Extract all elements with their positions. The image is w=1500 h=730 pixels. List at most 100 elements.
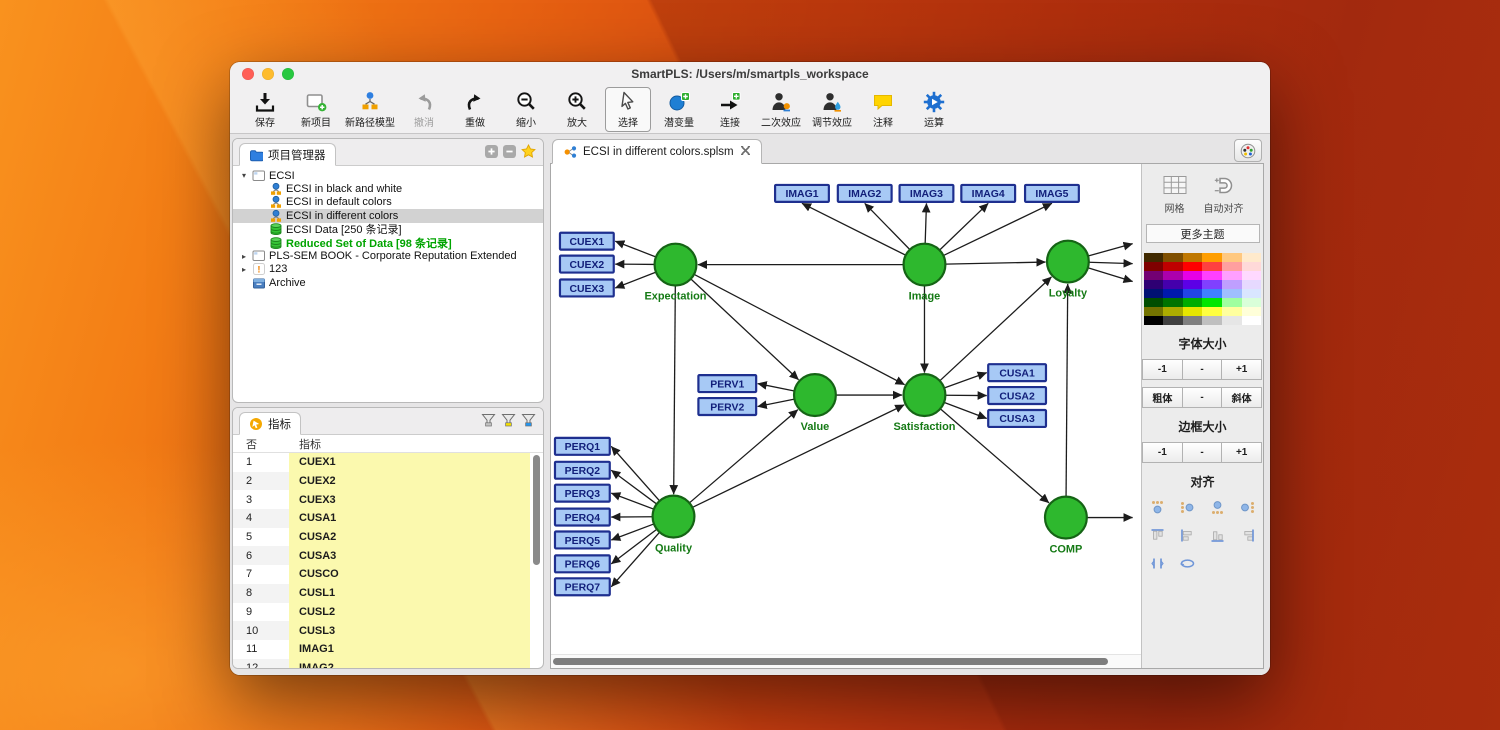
- tree-item-reduced-set-of-data-98-[interactable]: Reduced Set of Data [98 条记录]: [233, 236, 543, 250]
- tree-item-ecsi-data-250-[interactable]: ECSI Data [250 条记录]: [233, 223, 543, 236]
- indicator-box[interactable]: IMAG1: [773, 183, 830, 203]
- path-arrow[interactable]: [943, 202, 1053, 257]
- palette-color-swatch[interactable]: [1182, 253, 1203, 262]
- tree-expander-icon[interactable]: ▸: [241, 264, 246, 274]
- palette-color-swatch[interactable]: [1241, 280, 1262, 289]
- latent-variable-node[interactable]: Satisfaction: [893, 373, 955, 433]
- indicator-box[interactable]: CUSA1: [987, 363, 1048, 383]
- match-size-vertical-icon[interactable]: [1149, 555, 1166, 575]
- latent-variable-button[interactable]: 潜变量: [656, 87, 702, 132]
- palette-color-swatch[interactable]: [1241, 316, 1262, 325]
- palette-color-swatch[interactable]: [1222, 307, 1242, 316]
- font-size-plus-button[interactable]: +1: [1221, 359, 1263, 380]
- indicator-box[interactable]: CUEX2: [558, 254, 615, 274]
- palette-color-swatch[interactable]: [1241, 253, 1262, 262]
- theme-palette-button[interactable]: [1234, 139, 1262, 162]
- tree-item-ecsi-in-default-colors[interactable]: ECSI in default colors: [233, 196, 543, 209]
- palette-color-swatch[interactable]: [1163, 298, 1183, 307]
- column-header-number[interactable]: 否: [246, 438, 257, 451]
- path-arrow[interactable]: [1087, 241, 1133, 257]
- tab-indicators[interactable]: 指标: [239, 412, 301, 435]
- align-left-icon[interactable]: [1179, 527, 1196, 547]
- palette-color-swatch[interactable]: [1222, 316, 1242, 325]
- path-arrow[interactable]: [610, 445, 661, 502]
- palette-color-swatch[interactable]: [1143, 307, 1164, 316]
- path-arrow[interactable]: [945, 257, 1046, 267]
- path-arrow[interactable]: [669, 285, 679, 495]
- add-project-button[interactable]: [485, 145, 498, 163]
- palette-color-swatch[interactable]: [1241, 289, 1262, 298]
- distribute-right-icon[interactable]: [1239, 499, 1256, 519]
- tree-item-123[interactable]: ▸!123: [233, 263, 543, 276]
- filter-blue-icon[interactable]: [521, 413, 536, 432]
- path-arrow[interactable]: [610, 492, 655, 510]
- palette-color-swatch[interactable]: [1163, 316, 1183, 325]
- palette-color-swatch[interactable]: [1163, 271, 1183, 280]
- path-arrow[interactable]: [688, 409, 799, 504]
- palette-color-swatch[interactable]: [1222, 253, 1242, 262]
- match-size-horizontal-icon[interactable]: [1179, 555, 1196, 575]
- palette-color-swatch[interactable]: [1163, 280, 1183, 289]
- palette-color-swatch[interactable]: [1202, 307, 1223, 316]
- connect-button[interactable]: 连接: [707, 87, 753, 132]
- zoom-in-button[interactable]: 放大: [554, 87, 600, 132]
- palette-color-swatch[interactable]: [1241, 271, 1262, 280]
- filter-yellow-icon[interactable]: [501, 413, 516, 432]
- distribute-bottom-icon[interactable]: [1209, 499, 1226, 519]
- bold-button[interactable]: 粗体: [1142, 387, 1183, 408]
- distribute-top-icon[interactable]: [1149, 499, 1166, 519]
- palette-color-swatch[interactable]: [1241, 298, 1262, 307]
- border-size-minus-button[interactable]: -1: [1142, 442, 1183, 463]
- palette-color-swatch[interactable]: [1241, 262, 1262, 271]
- path-arrow[interactable]: [610, 528, 658, 565]
- tree-item-ecsi-in-black-and-white[interactable]: ECSI in black and white: [233, 182, 543, 195]
- save-button[interactable]: 保存: [242, 87, 288, 132]
- palette-color-swatch[interactable]: [1143, 289, 1164, 298]
- palette-color-swatch[interactable]: [1143, 316, 1164, 325]
- border-size-plus-button[interactable]: +1: [1221, 442, 1263, 463]
- path-arrow[interactable]: [610, 531, 661, 588]
- palette-color-swatch[interactable]: [1202, 316, 1223, 325]
- palette-color-swatch[interactable]: [1182, 271, 1203, 280]
- path-arrow[interactable]: [939, 202, 989, 251]
- palette-color-swatch[interactable]: [1182, 262, 1203, 271]
- palette-color-swatch[interactable]: [1222, 271, 1242, 280]
- path-arrow[interactable]: [939, 408, 1050, 504]
- palette-color-swatch[interactable]: [1222, 280, 1242, 289]
- indicator-box[interactable]: PERQ6: [553, 554, 611, 574]
- calculate-button[interactable]: 运算: [911, 87, 957, 132]
- redo-button[interactable]: 重做: [452, 87, 498, 132]
- quadratic-effect-button[interactable]: 二次效应: [758, 87, 804, 132]
- latent-variable-node[interactable]: COMP: [1043, 495, 1088, 556]
- align-bottom-icon[interactable]: [1209, 527, 1226, 547]
- undo-button[interactable]: 撤消: [401, 87, 447, 132]
- palette-color-swatch[interactable]: [1163, 253, 1183, 262]
- border-size-reset-button[interactable]: -: [1181, 442, 1223, 463]
- font-size-minus-button[interactable]: -1: [1142, 359, 1183, 380]
- indicator-box[interactable]: IMAG3: [898, 183, 955, 203]
- indicator-box[interactable]: CUEX3: [558, 278, 615, 298]
- palette-color-swatch[interactable]: [1222, 262, 1242, 271]
- palette-color-swatch[interactable]: [1143, 298, 1164, 307]
- path-arrow[interactable]: [692, 404, 905, 509]
- path-arrow[interactable]: [690, 278, 800, 381]
- italic-button[interactable]: 斜体: [1221, 387, 1263, 408]
- latent-variable-node[interactable]: Loyalty: [1045, 239, 1090, 300]
- canvas-hscrollbar[interactable]: [551, 654, 1141, 668]
- indicator-box[interactable]: PERQ4: [553, 507, 611, 527]
- palette-color-swatch[interactable]: [1163, 262, 1183, 271]
- canvas-hscrollbar-thumb[interactable]: [553, 658, 1108, 665]
- path-arrow[interactable]: [693, 273, 905, 386]
- path-arrow[interactable]: [1088, 258, 1133, 268]
- latent-variable-node[interactable]: Image: [902, 242, 947, 303]
- indicator-box[interactable]: PERV2: [697, 396, 758, 417]
- palette-color-swatch[interactable]: [1182, 307, 1203, 316]
